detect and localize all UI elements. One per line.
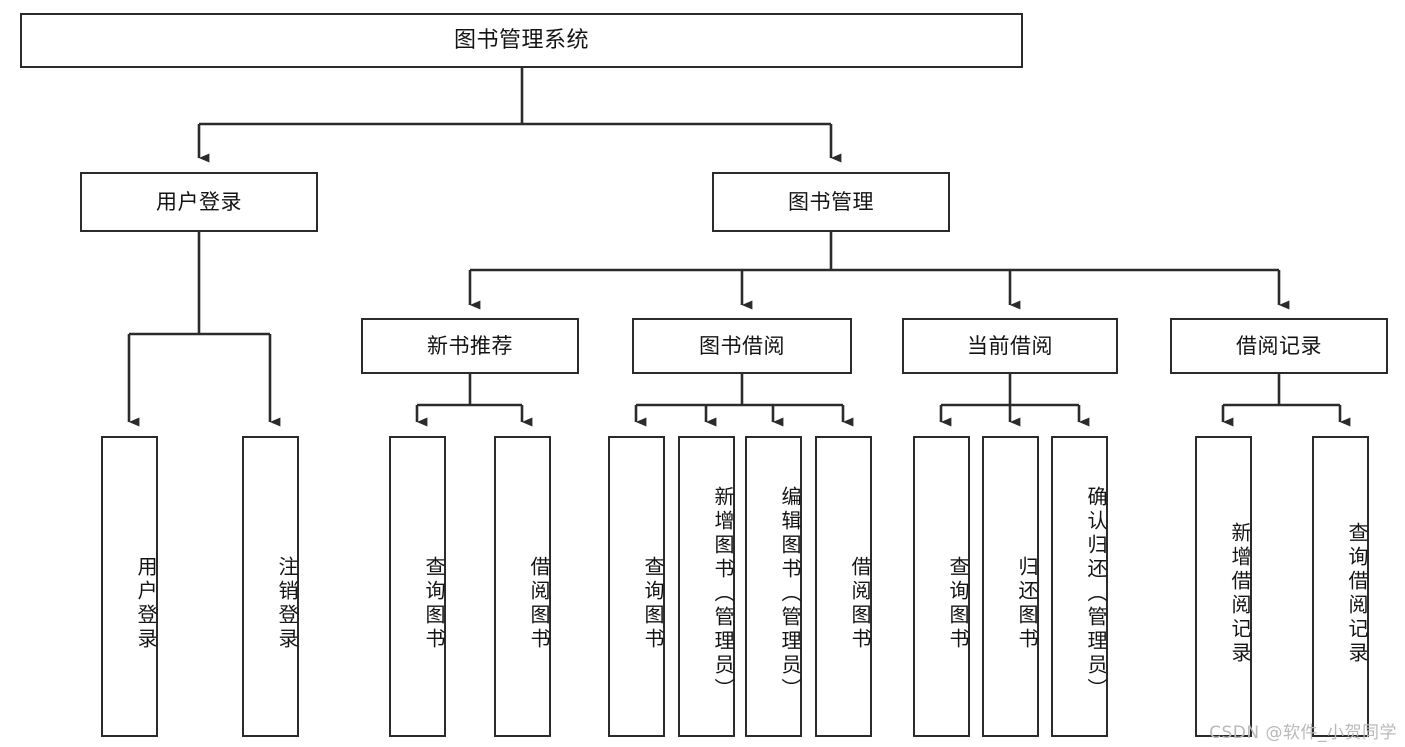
leaf-return-book[interactable]: 归还图书 <box>982 436 1039 737</box>
node-user-login[interactable]: 用户登录 <box>80 172 318 232</box>
leaf-confirm-return-admin[interactable]: 确认归还（管理员） <box>1051 436 1108 737</box>
leaf-user-login[interactable]: 用户登录 <box>101 436 158 737</box>
leaf-user-logout[interactable]: 注销登录 <box>242 436 299 737</box>
leaf-edit-book-admin[interactable]: 编辑图书（管理员） <box>745 436 802 737</box>
watermark-text: CSDN @软件_小贺同学 <box>1209 723 1397 743</box>
leaf-query-book-borrow[interactable]: 查询图书 <box>608 436 665 737</box>
node-borrow-record[interactable]: 借阅记录 <box>1170 318 1388 374</box>
leaf-query-book-recommend[interactable]: 查询图书 <box>389 436 446 737</box>
node-root-system[interactable]: 图书管理系统 <box>20 13 1023 68</box>
leaf-borrow-book-borrow[interactable]: 借阅图书 <box>815 436 872 737</box>
leaf-borrow-book-recommend[interactable]: 借阅图书 <box>494 436 551 737</box>
node-new-book-recommend[interactable]: 新书推荐 <box>361 318 579 374</box>
node-current-borrow[interactable]: 当前借阅 <box>902 318 1118 374</box>
node-book-borrow[interactable]: 图书借阅 <box>632 318 852 374</box>
leaf-add-book-admin[interactable]: 新增图书（管理员） <box>678 436 735 737</box>
leaf-query-borrow-record[interactable]: 查询借阅记录 <box>1312 436 1369 737</box>
leaf-add-borrow-record[interactable]: 新增借阅记录 <box>1195 436 1252 737</box>
node-book-manage[interactable]: 图书管理 <box>712 172 950 232</box>
leaf-query-book-current[interactable]: 查询图书 <box>913 436 970 737</box>
